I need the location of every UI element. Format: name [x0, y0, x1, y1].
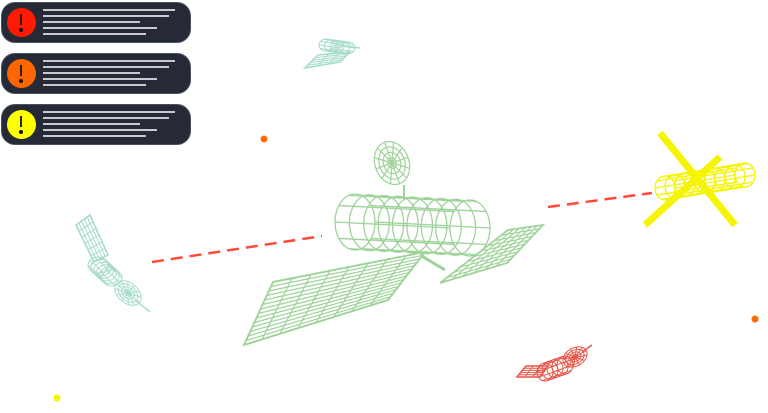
alert-text-placeholder-line	[43, 60, 175, 62]
alert-text-placeholder-line	[43, 21, 140, 23]
dashed-link	[151, 191, 653, 264]
orange-dot	[260, 135, 268, 143]
main-satellite-wireframe	[242, 140, 546, 347]
alert-text-placeholder-line	[43, 9, 175, 11]
alert-text-placeholder-line	[43, 84, 146, 86]
yellow-satellite	[642, 130, 756, 228]
alert-text-placeholder-line	[43, 123, 140, 125]
alert-text-placeholder-line	[43, 33, 146, 35]
orange-dot	[751, 315, 759, 323]
exclamation-icon	[7, 8, 36, 37]
exclamation-icon	[7, 110, 36, 139]
alert-card[interactable]	[1, 104, 191, 145]
alert-text-placeholder-line	[43, 15, 169, 17]
alert-text-placeholder-line	[43, 111, 175, 113]
alert-text-placeholder-line	[43, 135, 146, 137]
alert-text-placeholder-line	[43, 129, 157, 131]
alert-card[interactable]	[1, 2, 191, 43]
red-satellite	[515, 344, 593, 382]
alert-text-placeholder-line	[43, 66, 169, 68]
alert-text-placeholder-line	[43, 117, 169, 119]
alert-text-placeholder-line	[43, 72, 140, 74]
teal-satellite-left	[74, 213, 151, 313]
alert-text-placeholder-line	[43, 78, 157, 80]
yellow-dot	[53, 394, 61, 402]
exclamation-icon	[7, 59, 36, 88]
alert-text-placeholder-line	[43, 27, 157, 29]
alert-card[interactable]	[1, 53, 191, 94]
teal-satellite-top	[302, 38, 361, 70]
